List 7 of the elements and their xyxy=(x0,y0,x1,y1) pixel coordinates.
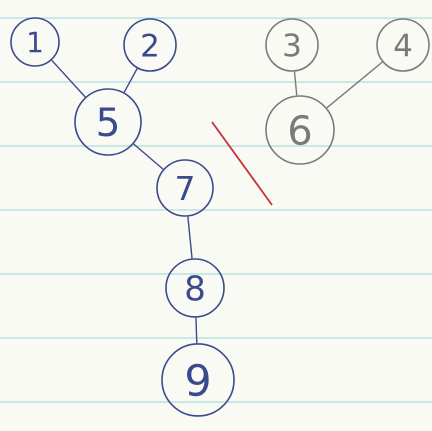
connector-line xyxy=(326,62,383,108)
connector-line xyxy=(187,216,193,258)
connector-line xyxy=(294,72,298,96)
connector-line xyxy=(124,68,138,93)
connector-line xyxy=(51,60,86,98)
connector-line xyxy=(195,318,198,344)
connector-line xyxy=(133,143,164,170)
